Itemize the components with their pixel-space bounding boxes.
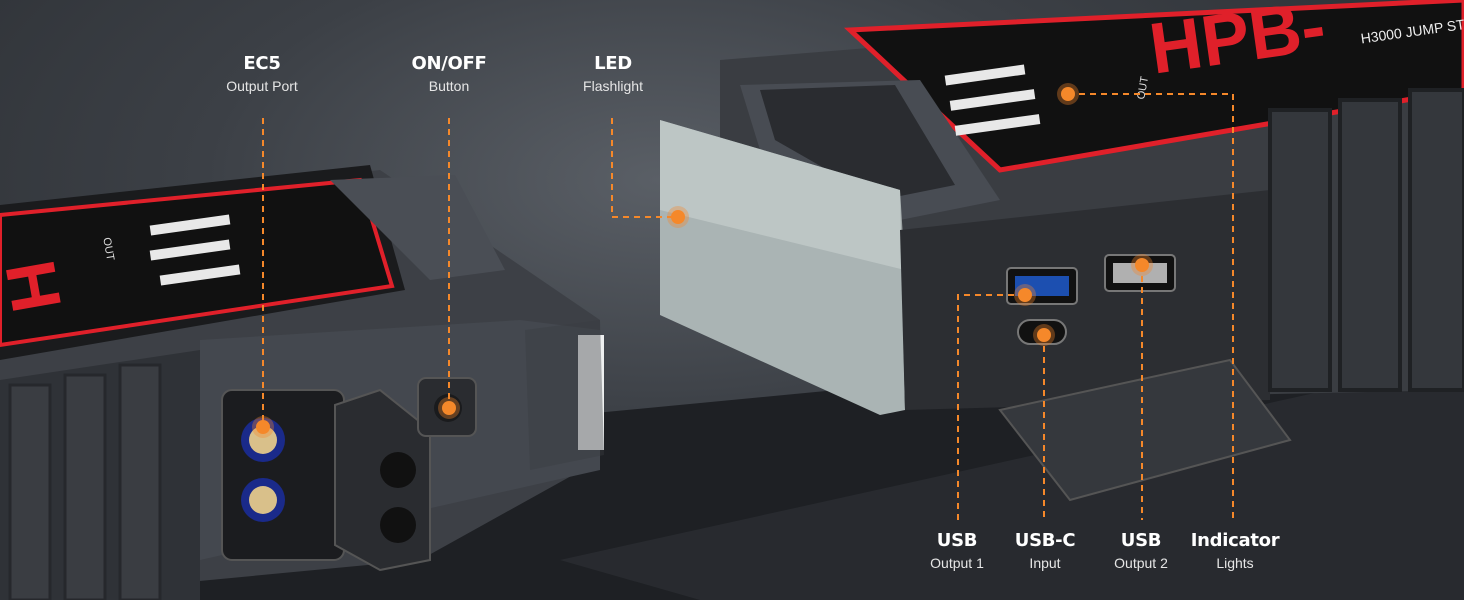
ec5-marker — [256, 420, 270, 434]
callout-title: Indicator — [1190, 530, 1280, 551]
callout-onoff: ON/OFF Button — [411, 53, 486, 97]
callout-title: USB — [1120, 530, 1162, 551]
callout-indicator: Indicator Lights — [1191, 530, 1280, 574]
callout-title: USB-C — [1014, 530, 1076, 551]
callout-title: USB — [936, 530, 978, 551]
usbc-marker — [1037, 328, 1051, 342]
callout-ec5: EC5 Output Port — [226, 53, 298, 97]
usb1-marker — [1018, 288, 1032, 302]
led-marker — [671, 210, 685, 224]
callout-title: EC5 — [243, 53, 281, 74]
left-jump-starter: H OUT — [0, 165, 604, 600]
callout-usb2: USB Output 2 — [1114, 530, 1168, 574]
callout-subtitle: Output 2 — [1114, 555, 1168, 571]
callout-subtitle: Flashlight — [583, 78, 643, 94]
callout-subtitle: Button — [428, 78, 470, 94]
callout-title: LED — [594, 53, 632, 74]
right-jump-starter: HPB- H3000 JUMP STA OUT — [660, 0, 1464, 502]
callout-subtitle: Output Port — [226, 78, 298, 94]
usb2-marker — [1135, 258, 1149, 272]
callout-led: LED Flashlight — [583, 53, 643, 97]
callout-title: ON/OFF — [411, 53, 487, 74]
callout-usb1: USB Output 1 — [930, 530, 984, 574]
callout-subtitle: Lights — [1216, 555, 1254, 571]
indicator-marker — [1061, 87, 1075, 101]
callout-subtitle: Input — [1029, 555, 1061, 571]
callout-lines — [262, 93, 1234, 520]
callout-subtitle: Output 1 — [930, 555, 984, 571]
screen-out-label-left: OUT — [100, 237, 116, 262]
onoff-marker — [442, 401, 456, 415]
callout-usbc: USB-C Input — [1014, 530, 1076, 574]
